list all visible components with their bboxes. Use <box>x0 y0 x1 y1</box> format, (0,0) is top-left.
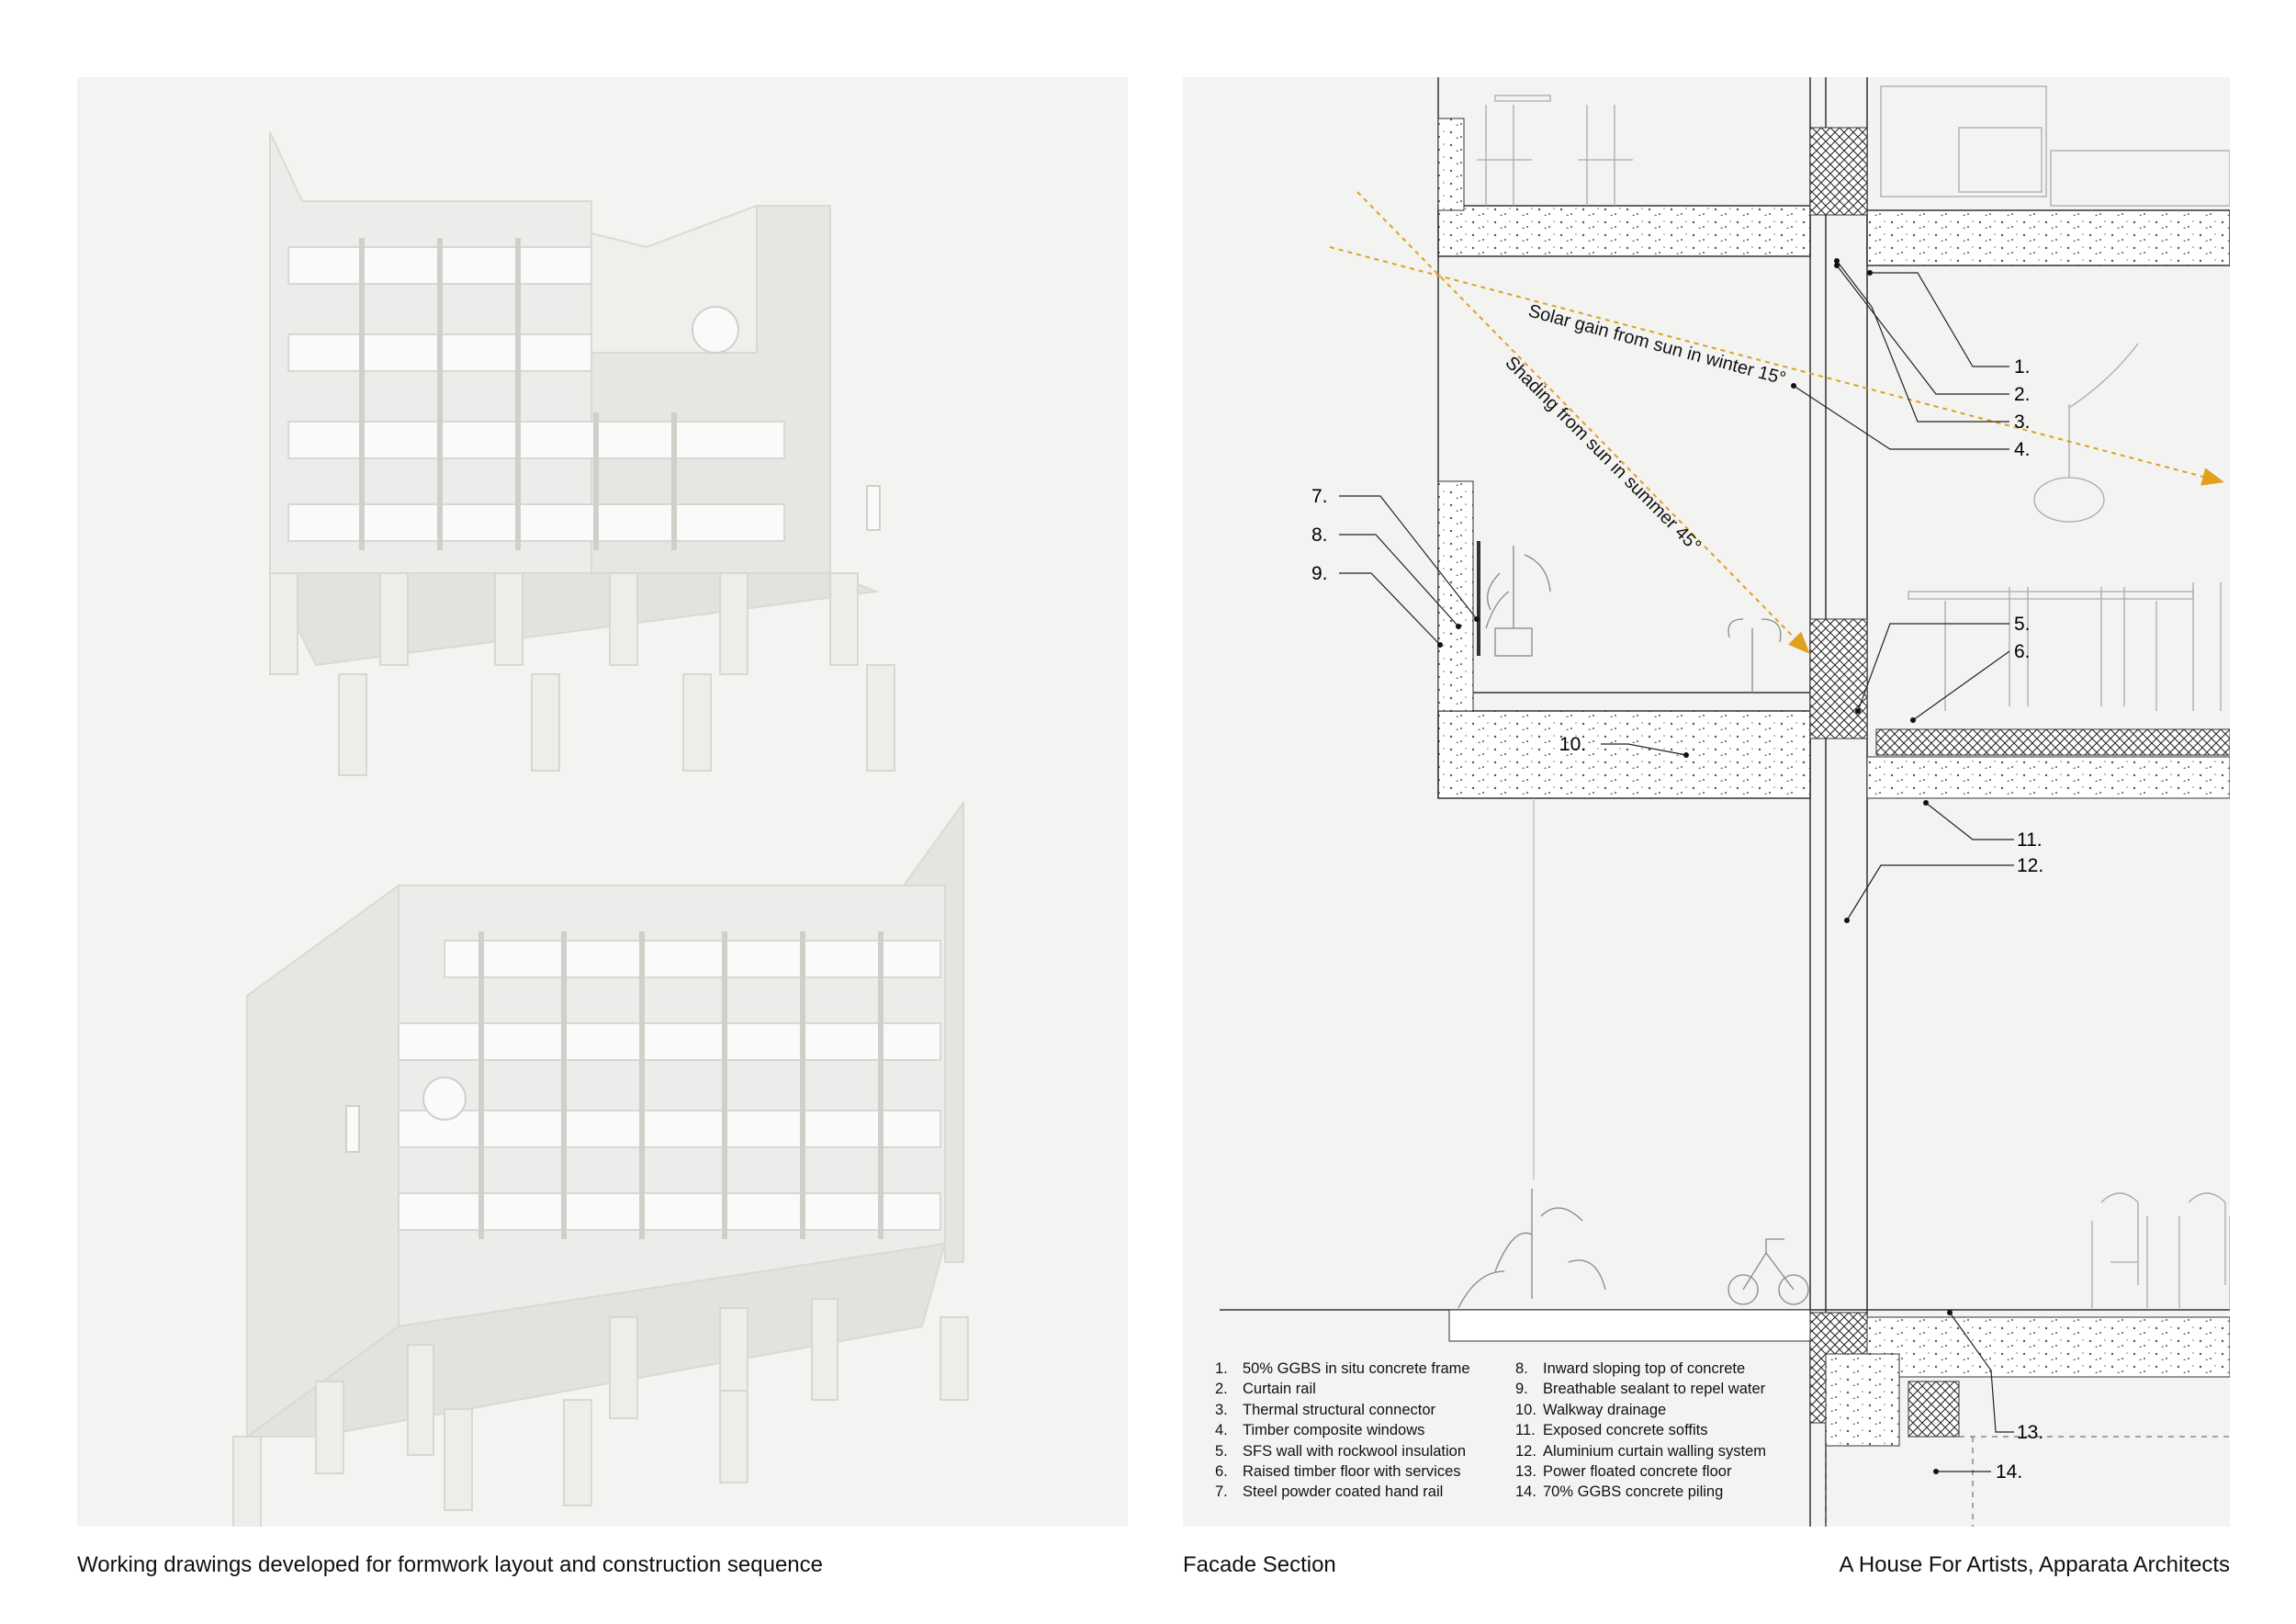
callout-4: 4. <box>2014 439 2031 460</box>
axonometric-drawings <box>232 131 969 1527</box>
legend-item: 4.Timber composite windows <box>1215 1422 1425 1439</box>
callout-9: 9. <box>1311 563 1328 584</box>
callout-7: 7. <box>1311 486 1328 507</box>
callout-2: 2. <box>2014 384 2031 405</box>
summer-sun-arrow <box>1356 191 1810 654</box>
legend-item: 5.SFS wall with rockwool insulation <box>1215 1442 1467 1460</box>
facade-section-panel: Solar gain from sun in winter 15° Shadin… <box>1183 77 2230 1527</box>
legend-column-2: 8.Inward sloping top of concrete 9.Breat… <box>1515 1359 1766 1503</box>
legend-item: 2.Curtain rail <box>1215 1381 1316 1398</box>
legend-item: 3.Thermal structural connector <box>1215 1401 1435 1418</box>
legend-item: 13.Power floated concrete floor <box>1515 1463 1732 1481</box>
furniture-sketches <box>1458 85 2230 1309</box>
legend-item: 9.Breathable sealant to repel water <box>1515 1381 1766 1398</box>
legend-item: 7.Steel powder coated hand rail <box>1215 1483 1444 1501</box>
sun-angle-arrows <box>1329 191 2224 654</box>
callout-12: 12. <box>2017 855 2043 876</box>
section-linework <box>1220 77 2230 1527</box>
ground-slab <box>1448 1309 2230 1527</box>
legend-item: 12.Aluminium curtain walling system <box>1515 1442 1766 1460</box>
legend-item: 14.70% GGBS concrete piling <box>1515 1483 1724 1501</box>
callout-numbers: 1. 2. 3. 4. 5. 6. 7. 8. 9. 10. 11. 12. 1… <box>1311 356 2043 1483</box>
bottom-building-model <box>232 799 969 1527</box>
top-building-model <box>268 131 895 776</box>
callout-1: 1. <box>2014 356 2031 378</box>
facade-section-drawing: Solar gain from sun in winter 15° Shadin… <box>1220 77 2230 1527</box>
legend-column-1: 1.50% GGBS in situ concrete frame 2.Curt… <box>1215 1359 1470 1503</box>
legend-item: 11.Exposed concrete soffits <box>1515 1422 1708 1439</box>
callout-13: 13. <box>2017 1422 2043 1443</box>
legend-item: 8.Inward sloping top of concrete <box>1515 1360 1746 1377</box>
caption-facade-section: Facade Section <box>1183 1552 1336 1577</box>
caption-working-drawings: Working drawings developed for formwork … <box>77 1552 823 1577</box>
middle-slab <box>1437 480 2230 799</box>
callout-5: 5. <box>2014 614 2031 635</box>
callout-14: 14. <box>1996 1461 2022 1483</box>
callout-dots <box>1437 258 1953 1474</box>
axonometric-panel <box>77 77 1128 1527</box>
callout-leaders <box>1339 260 2014 1472</box>
callout-6: 6. <box>2014 641 2031 662</box>
callout-8: 8. <box>1311 524 1328 546</box>
callout-10: 10. <box>1559 734 1586 755</box>
legend-item: 6.Raised timber floor with services <box>1215 1463 1461 1481</box>
legend-item: 1.50% GGBS in situ concrete frame <box>1215 1360 1470 1377</box>
legend-item: 10.Walkway drainage <box>1515 1401 1667 1418</box>
winter-sun-arrow <box>1329 246 2224 486</box>
caption-project-credit: A House For Artists, Apparata Architects <box>1839 1552 2230 1577</box>
upper-slab <box>1437 118 2230 266</box>
winter-annotation: Solar gain from sun in winter 15° <box>1526 301 1788 389</box>
callout-11: 11. <box>2017 829 2043 851</box>
summer-annotation: Shading from sun in summer 45° <box>1501 353 1705 557</box>
callout-3: 3. <box>2014 412 2031 433</box>
